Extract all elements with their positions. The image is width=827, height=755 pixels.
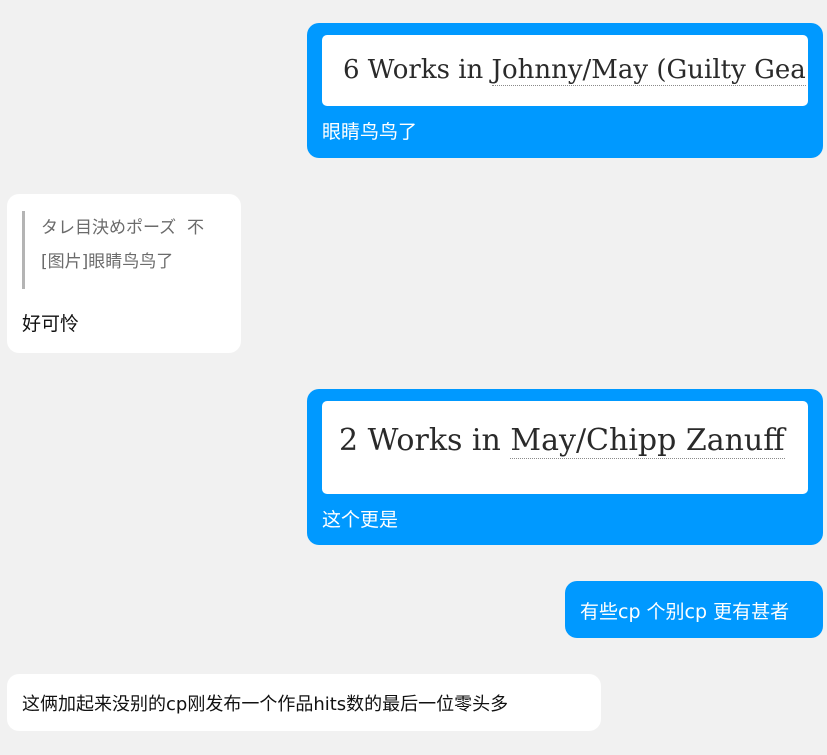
message-text: 这个更是 bbox=[322, 509, 399, 531]
message-bubble-outgoing[interactable]: 2 Works in May/Chipp Zanuff 这个更是 bbox=[307, 389, 823, 545]
quoted-message-line: タレ目決めポーズ 不 bbox=[41, 218, 204, 238]
quoted-message[interactable]: タレ目決めポーズ 不 [图片]眼睛鸟鸟了 bbox=[22, 211, 204, 289]
link-preview-card[interactable]: 2 Works in May/Chipp Zanuff bbox=[322, 401, 808, 494]
message-text: 眼睛鸟鸟了 bbox=[322, 121, 418, 143]
message-bubble-outgoing[interactable]: 有些cp 个别cp 更有甚者 bbox=[565, 581, 823, 638]
link-preview-card[interactable]: 6 Works in Johnny/May (Guilty Gea bbox=[322, 35, 808, 106]
message-bubble-outgoing[interactable]: 6 Works in Johnny/May (Guilty Gea 眼睛鸟鸟了 bbox=[307, 23, 823, 158]
link-card-title[interactable]: Johnny/May (Guilty Gea bbox=[491, 55, 806, 86]
message-text: 好可怜 bbox=[22, 313, 80, 335]
quoted-message-line: [图片]眼睛鸟鸟了 bbox=[41, 252, 174, 272]
link-card-prefix: 2 Works in bbox=[339, 423, 511, 458]
link-card-prefix: 6 Works in bbox=[343, 55, 492, 85]
message-bubble-incoming[interactable]: タレ目決めポーズ 不 [图片]眼睛鸟鸟了 好可怜 bbox=[7, 194, 241, 353]
message-text: 有些cp 个别cp 更有甚者 bbox=[580, 601, 790, 623]
link-card-title[interactable]: May/Chipp Zanuff bbox=[510, 423, 785, 459]
message-text: 这俩加起来没别的cp刚发布一个作品hits数的最后一位零头多 bbox=[22, 694, 509, 715]
message-bubble-incoming[interactable]: 这俩加起来没别的cp刚发布一个作品hits数的最后一位零头多 bbox=[7, 674, 601, 731]
